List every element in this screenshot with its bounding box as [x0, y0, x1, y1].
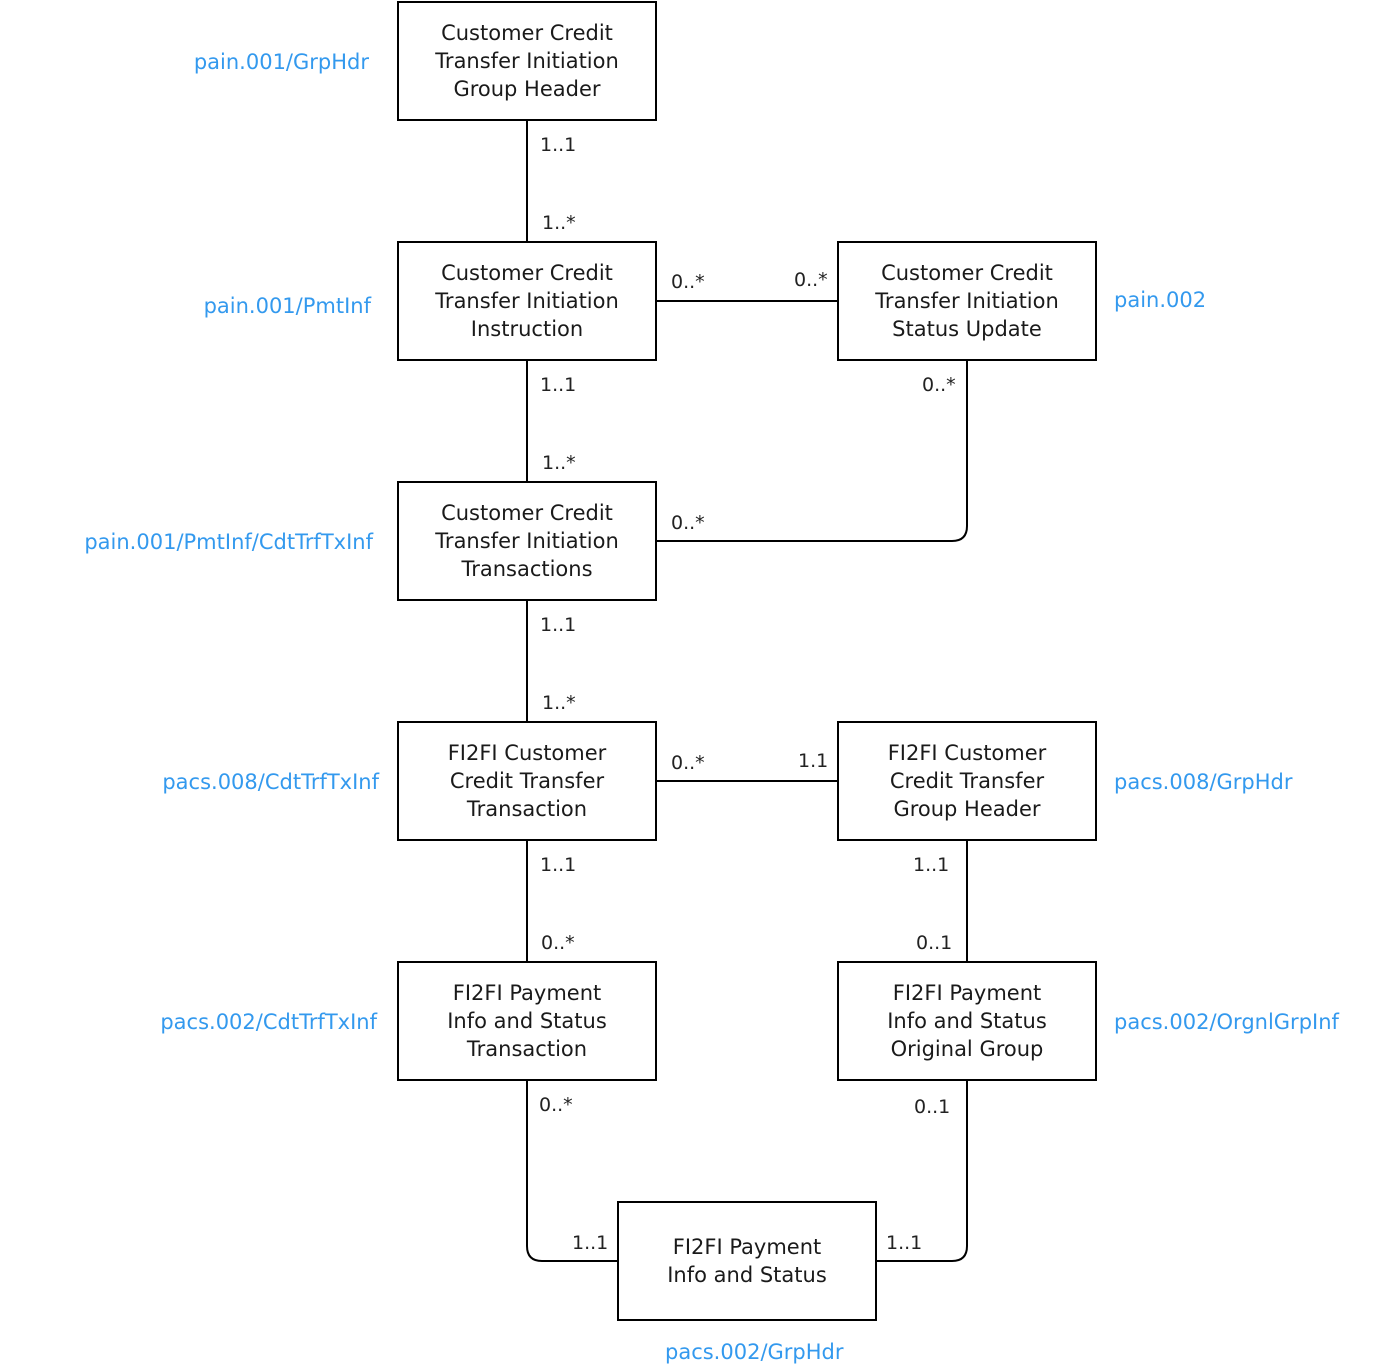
entity-box-init-tx: Customer Credit Transfer Initiation Tran…	[397, 481, 657, 601]
message-tag: pacs.008/CdtTrfTxInf	[162, 770, 379, 794]
multiplicity-label: 1..1	[540, 374, 577, 396]
entity-label: FI2FI Payment Info and Status	[667, 1235, 827, 1287]
entity-box-pmtinf: Customer Credit Transfer Initiation Inst…	[397, 241, 657, 361]
multiplicity-label: 1..1	[540, 134, 577, 156]
connector-pis-tx-pis	[526, 1081, 617, 1262]
entity-box-pis: FI2FI Payment Info and Status	[617, 1201, 877, 1321]
message-tag: pacs.002/OrgnlGrpInf	[1114, 1010, 1339, 1034]
message-tag: pacs.002/CdtTrfTxInf	[160, 1010, 377, 1034]
multiplicity-label: 0..*	[671, 512, 705, 534]
multiplicity-label: 0..*	[794, 269, 828, 291]
multiplicity-label: 0..*	[541, 932, 575, 954]
multiplicity-label: 1..1	[886, 1232, 923, 1254]
entity-label: FI2FI Customer Credit Transfer Group Hea…	[887, 741, 1047, 821]
multiplicity-label: 1..*	[542, 692, 576, 714]
multiplicity-label: 1..*	[542, 452, 576, 474]
message-tag: pain.001/PmtInf/CdtTrfTxInf	[84, 530, 373, 554]
multiplicity-label: 0..*	[922, 374, 956, 396]
entity-box-fi2fi-tx: FI2FI Customer Credit Transfer Transacti…	[397, 721, 657, 841]
multiplicity-label: 0..1	[914, 1096, 951, 1118]
multiplicity-label: 1..1	[913, 854, 950, 876]
entity-label: Customer Credit Transfer Initiation Inst…	[435, 261, 619, 341]
multiplicity-label: 1..*	[542, 212, 576, 234]
multiplicity-label: 1..1	[540, 614, 577, 636]
multiplicity-label: 0..*	[671, 752, 705, 774]
entity-box-fi2fi-grphdr: FI2FI Customer Credit Transfer Group Hea…	[837, 721, 1097, 841]
multiplicity-label: 1..1	[572, 1232, 609, 1254]
message-tag: pacs.008/GrpHdr	[1114, 770, 1293, 794]
entity-label: Customer Credit Transfer Initiation Tran…	[435, 501, 619, 581]
entity-label: FI2FI Payment Info and Status Transactio…	[447, 981, 607, 1061]
message-tag: pain.001/PmtInf	[203, 294, 371, 318]
connector-pis-orig-pis	[877, 1081, 968, 1262]
message-tag: pacs.002/GrpHdr	[665, 1340, 844, 1364]
multiplicity-label: 0..*	[539, 1094, 573, 1116]
entity-box-status-update: Customer Credit Transfer Initiation Stat…	[837, 241, 1097, 361]
message-tag: pain.001/GrpHdr	[193, 50, 369, 74]
entity-label: FI2FI Payment Info and Status Original G…	[887, 981, 1047, 1061]
entity-label: FI2FI Customer Credit Transfer Transacti…	[447, 741, 607, 821]
entity-box-pis-tx: FI2FI Payment Info and Status Transactio…	[397, 961, 657, 1081]
multiplicity-label: 0..1	[916, 932, 953, 954]
multiplicity-label: 1..1	[540, 854, 577, 876]
entity-label: Customer Credit Transfer Initiation Grou…	[435, 21, 619, 101]
entity-box-pis-orig: FI2FI Payment Info and Status Original G…	[837, 961, 1097, 1081]
multiplicity-label: 1.1	[798, 750, 829, 772]
connector-status-update-init-tx	[657, 361, 968, 542]
message-tag: pain.002	[1114, 288, 1207, 312]
entity-label: Customer Credit Transfer Initiation Stat…	[875, 261, 1059, 341]
entity-box-grphdr-init: Customer Credit Transfer Initiation Grou…	[397, 1, 657, 121]
multiplicity-label: 0..*	[671, 271, 705, 293]
